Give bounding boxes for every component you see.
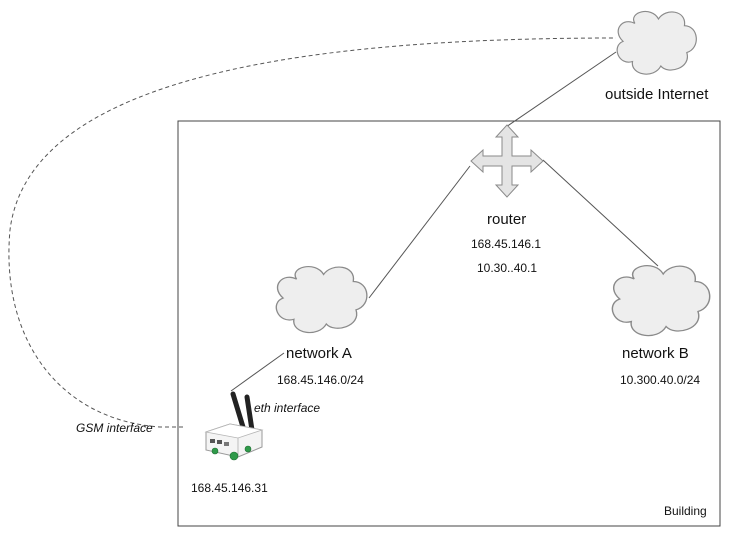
gsm-device-icon [204,391,264,461]
link-router-network-b [542,159,659,267]
link-router-internet [505,51,617,128]
network-a-subnet: 168.45.146.0/24 [277,373,364,387]
router-label: router [487,211,527,228]
network-b-subnet: 10.300.40.0/24 [620,373,701,387]
router-icon [470,124,544,198]
cloud-icon [611,264,711,337]
cloud-icon [616,10,697,75]
cloud-icon [275,265,368,334]
network-b-label: network B [622,345,689,362]
link-router-network-a [368,165,471,299]
link-device-network-a [230,352,285,392]
building-frame [177,120,721,527]
network-a-label: network A [286,345,352,362]
gsm-link-dashed [8,37,617,428]
gsm-interface-label: GSM interface [76,421,153,435]
eth-interface-label: eth interface [254,401,321,415]
building-label: Building [664,504,707,518]
router-address-1: 168.45.146.1 [471,237,542,251]
internet-label: outside Internet [605,86,709,103]
router-address-2: 10.30..40.1 [477,261,538,275]
device-address: 168.45.146.31 [191,481,268,495]
